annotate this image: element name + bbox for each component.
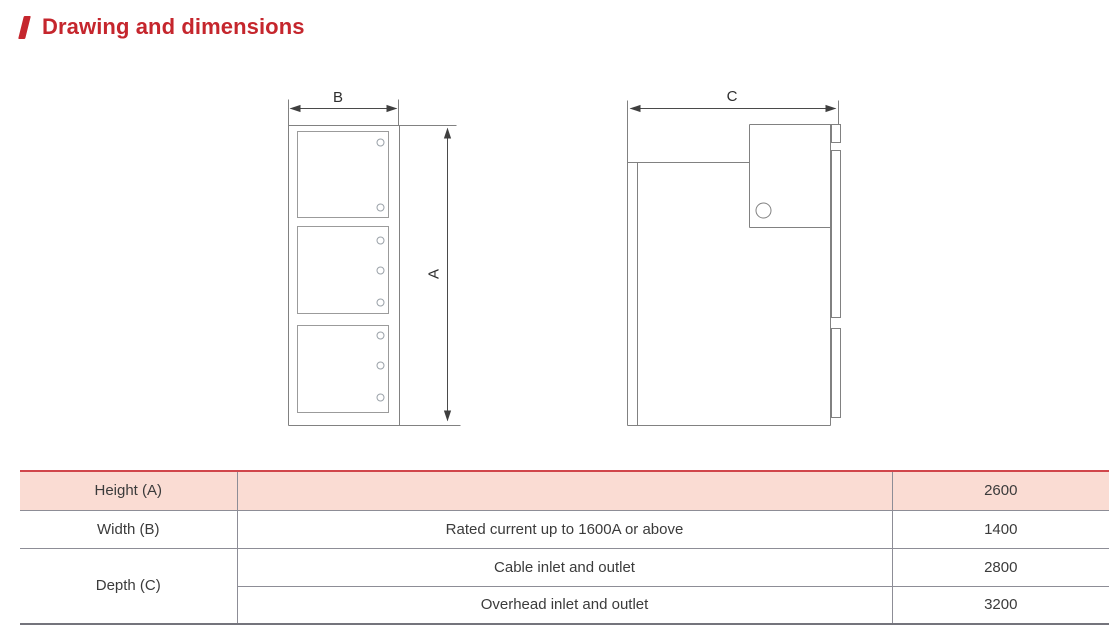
dimensions-table: Height (A) 2600 Width (B) Rated current … [20,470,1109,625]
front-view-door-panel [297,131,389,218]
param-cell: Width (B) [20,510,238,549]
table-row-depth-overhead: Overhead inlet and outlet 3200 [20,586,1109,625]
screw-hole-icon [376,138,385,147]
condition-cell: Cable inlet and outlet [237,548,893,587]
value-cell: 3200 [892,586,1109,625]
screw-hole-icon [376,236,385,245]
depth-c-label: C [727,88,738,105]
handle-hole-icon [755,202,772,219]
value-cell: 1400 [892,510,1109,549]
side-view [627,100,841,426]
height-a-label: A [426,269,443,279]
section-header: Drawing and dimensions [18,14,305,40]
screw-hole-icon [376,266,385,275]
table-row-width: Width (B) Rated current up to 1600A or a… [20,510,1109,549]
condition-cell [237,470,893,511]
screw-hole-icon [376,361,385,370]
side-view-rear-strip-segment [831,328,841,418]
value-cell: 2600 [892,470,1109,511]
param-cell: Height (A) [20,470,238,511]
condition-cell: Overhead inlet and outlet [237,586,893,625]
table-row-depth-cable: Depth (C) Cable inlet and outlet 2800 [20,548,1109,625]
technical-drawing: B A C [288,88,841,426]
side-view-body-outline [627,100,831,426]
screw-hole-icon [376,393,385,402]
condition-cell: Rated current up to 1600A or above [237,510,893,549]
table-row-height: Height (A) 2600 [20,470,1109,511]
side-view-top-box [749,100,841,228]
param-cell: Depth (C) [20,548,238,625]
front-view [288,99,461,426]
front-view-cabinet-outline [288,99,461,426]
width-b-label: B [333,89,343,106]
side-view-rear-strip-segment [831,124,841,143]
front-view-door-panel [297,325,389,413]
screw-hole-icon [376,331,385,340]
front-view-door-panel [297,226,389,314]
page-title: Drawing and dimensions [42,14,305,39]
screw-hole-icon [376,298,385,307]
side-view-rear-strip-segment [831,150,841,318]
value-cell: 2800 [892,548,1109,587]
screw-hole-icon [376,203,385,212]
